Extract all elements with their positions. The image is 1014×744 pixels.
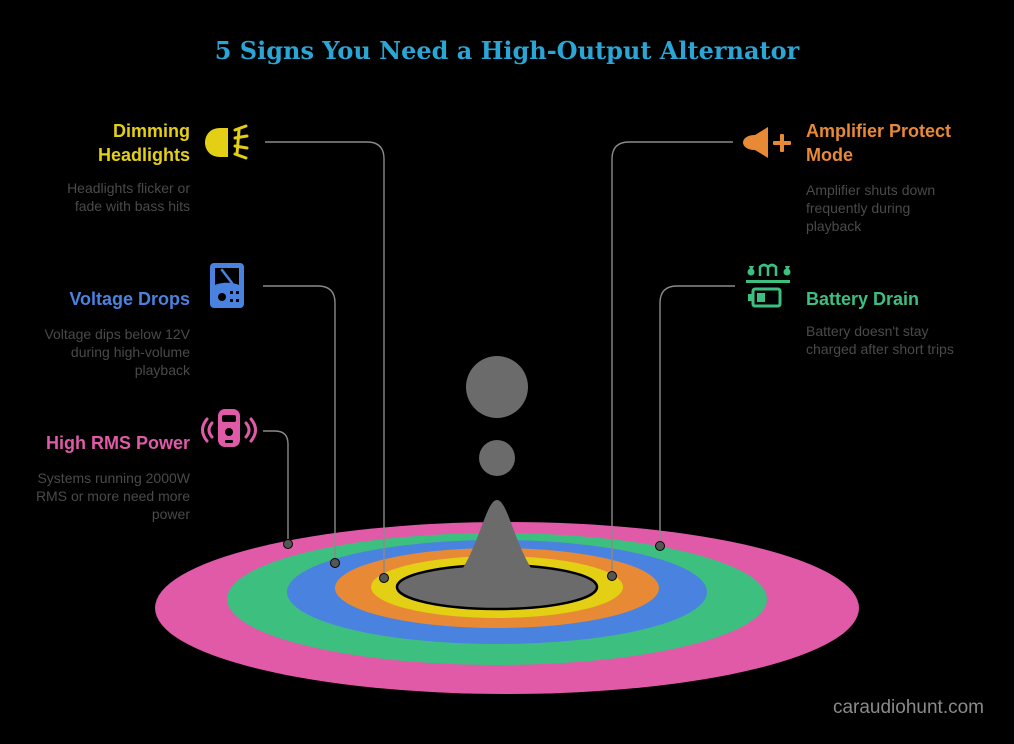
desc-voltage: Voltage dips below 12V during high-volum…	[44, 325, 190, 379]
label-battery: Battery Drain	[806, 287, 919, 311]
desc-amplifier-line-3: playback	[806, 218, 862, 234]
watermark: caraudiohunt.com	[832, 697, 984, 718]
connector-dimming	[265, 141, 385, 578]
label-battery-line-1: Battery Drain	[806, 289, 920, 309]
connector-voltage	[263, 285, 336, 563]
voltmeter-icon	[210, 263, 244, 308]
desc-voltage-line-3: playback	[134, 362, 190, 378]
speaker-plus-icon	[743, 127, 791, 158]
label-amplifier-line-1: Amplifier Protect	[806, 121, 952, 141]
desc-dimming-line-2: fade with bass hits	[74, 198, 190, 214]
desc-battery-line-2: charged after short trips	[806, 341, 954, 357]
desc-amplifier: Amplifier shuts down frequently during p…	[806, 181, 935, 235]
label-amplifier-line-2: Mode	[806, 145, 853, 165]
connector-dot-amplifier	[607, 571, 617, 581]
label-voltage-line-1: Voltage Drops	[69, 289, 190, 309]
desc-voltage-line-2: during high-volume	[70, 344, 190, 360]
splash-peak	[425, 500, 569, 600]
desc-rms-line-3: power	[151, 506, 190, 522]
label-dimming-line-1: Dimming	[112, 121, 190, 141]
connector-rms	[263, 430, 289, 544]
page-title: 5 Signs You Need a High-Output Alternato…	[214, 36, 800, 65]
desc-dimming: Headlights flicker or fade with bass hit…	[67, 179, 190, 215]
connector-dot-voltage	[330, 558, 340, 568]
desc-rms-line-1: Systems running 2000W	[37, 470, 190, 486]
desc-amplifier-line-1: Amplifier shuts down	[806, 182, 936, 198]
connector-dot-rms	[283, 539, 293, 549]
desc-voltage-line-1: Voltage dips below 12V	[44, 326, 190, 342]
vibrating-speaker-icon	[201, 409, 257, 447]
label-rms: High RMS Power	[46, 431, 190, 455]
desc-rms: Systems running 2000W RMS or more need m…	[36, 469, 190, 523]
connector-dot-battery	[655, 541, 665, 551]
desc-battery: Battery doesn't stay charged after short…	[806, 322, 954, 358]
droplet-small	[479, 440, 515, 476]
label-voltage: Voltage Drops	[69, 287, 190, 311]
desc-battery-line-1: Battery doesn't stay	[806, 323, 929, 339]
connector-amplifier	[611, 141, 733, 576]
headlight-icon	[205, 124, 249, 160]
label-amplifier: Amplifier Protect Mode	[806, 119, 951, 167]
desc-amplifier-line-2: frequently during	[806, 200, 911, 216]
battery-drain-icon	[746, 263, 791, 308]
desc-rms-line-2: RMS or more need more	[35, 488, 190, 504]
label-dimming-line-2: Headlights	[97, 145, 190, 165]
connector-dot-dimming	[379, 573, 389, 583]
label-dimming: Dimming Headlights	[98, 119, 190, 167]
label-rms-line-1: High RMS Power	[45, 433, 190, 453]
droplet-large	[466, 356, 528, 418]
desc-dimming-line-1: Headlights flicker or	[67, 180, 190, 196]
connector-battery	[659, 285, 735, 546]
